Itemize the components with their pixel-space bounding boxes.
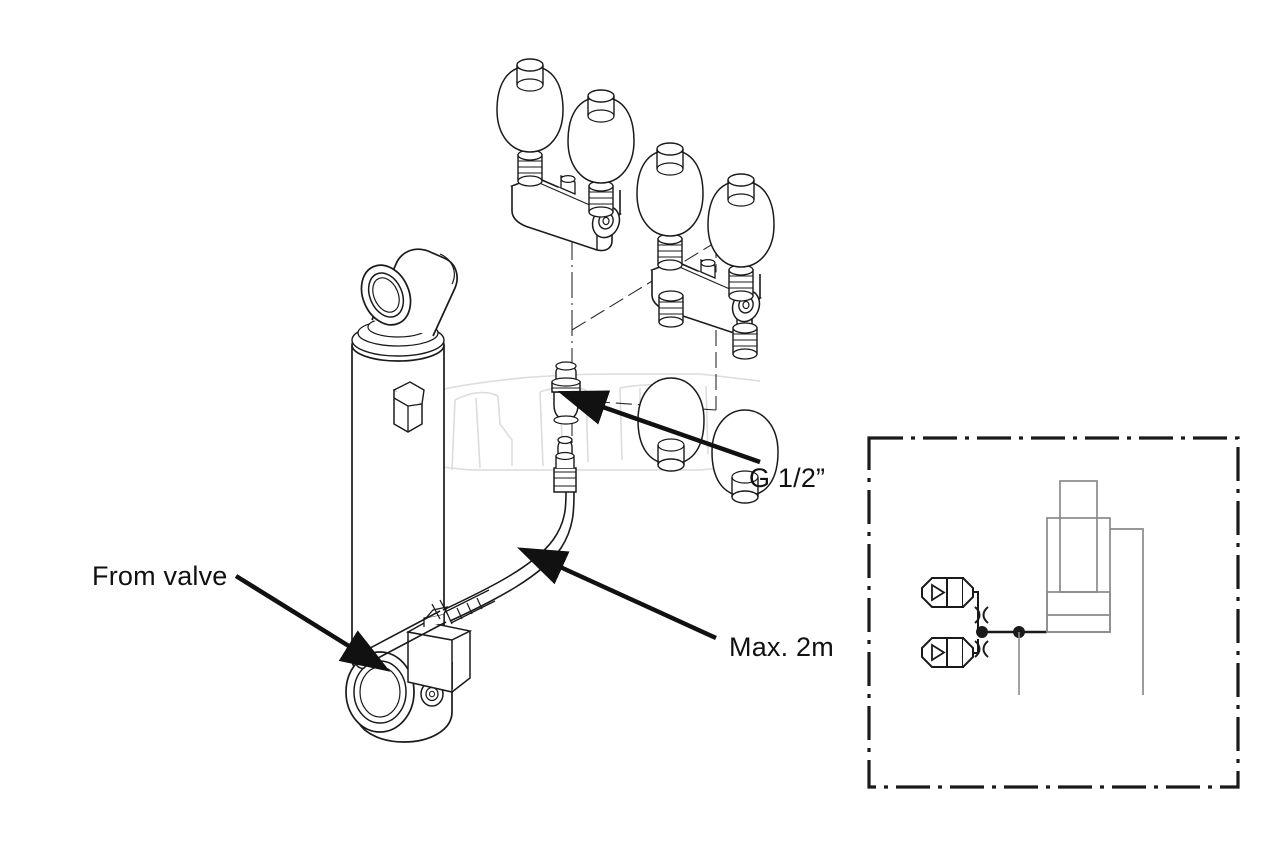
arrow-max-2m xyxy=(517,547,717,641)
accumulator-bank-2 xyxy=(636,142,779,504)
hose-coupling-mark-2 xyxy=(974,640,989,658)
junction-node-1 xyxy=(976,626,988,638)
label-max-length: Max. 2m xyxy=(729,632,834,662)
valve-block xyxy=(405,606,473,693)
label-from-valve: From valve xyxy=(92,561,228,591)
hose-ferrule-lower xyxy=(444,589,496,625)
hex-port-fitting xyxy=(393,381,425,433)
accumulator-2a xyxy=(636,142,704,271)
label-g-thread: G 1/2” xyxy=(749,463,826,493)
schematic-inset xyxy=(867,436,1240,789)
inset-border xyxy=(867,436,1240,789)
accumulator-1a xyxy=(496,58,564,187)
quick-coupling xyxy=(551,361,581,425)
accumulator-symbol-2 xyxy=(921,637,974,668)
hose-coupling-fitting xyxy=(553,435,577,493)
hydraulic-hose xyxy=(442,435,577,625)
accumulator-bank-1 xyxy=(496,58,635,252)
rod-eye-bearing xyxy=(360,248,458,337)
hose-coupling-mark-1 xyxy=(974,606,989,624)
arrow-from-valve xyxy=(234,574,391,672)
annotation-arrows xyxy=(234,390,761,672)
accumulator-symbol-1 xyxy=(921,577,974,608)
hydraulic-cylinder xyxy=(345,248,473,743)
arrow-g-thread xyxy=(557,390,761,465)
cylinder-symbol xyxy=(1046,480,1144,695)
